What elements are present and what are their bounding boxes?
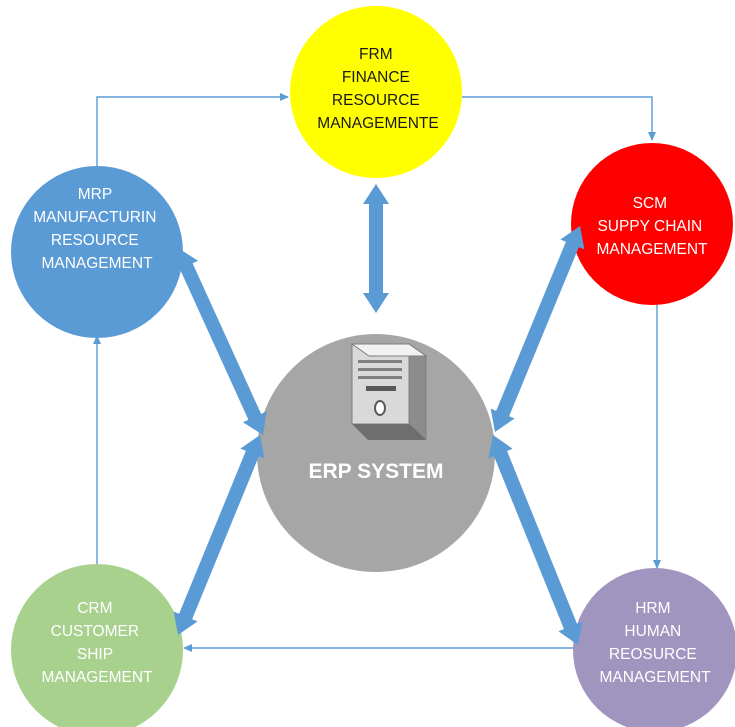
frm-label: FRM FINANCE RESOURCE MANAGEMENTE — [317, 46, 438, 132]
scm-node — [571, 143, 733, 305]
crm-node — [11, 564, 183, 727]
frm-node — [290, 6, 462, 178]
arrow-mrp-erp — [174, 248, 267, 435]
arrow-frm-erp — [363, 184, 389, 313]
connectors — [93, 93, 661, 652]
arrows — [173, 184, 585, 645]
erp-center-label: ERP SYSTEM — [309, 460, 444, 483]
arrow-scm-erp — [490, 226, 585, 432]
mrp-node — [11, 166, 183, 338]
connector-mrp-to-frm — [96, 93, 289, 170]
connector-frm-to-scm — [462, 96, 656, 141]
mrp-label: MRP MANUFACTURIN RESOURCE MANAGEMENT — [33, 186, 160, 272]
hrm-node — [573, 568, 735, 727]
erp-center-circle — [257, 334, 495, 572]
scm-label: SCM SUPPY CHAIN MANAGEMENT — [596, 195, 708, 258]
crm-label: CRM CUSTOMER SHIP MANAGEMENT — [41, 600, 153, 686]
server-tower-icon — [350, 343, 428, 442]
arrow-hrm-erp — [488, 435, 583, 645]
hrm-label: HRM HUMAN REOSURCE MANAGEMENT — [599, 600, 711, 686]
arrow-crm-erp — [173, 435, 265, 635]
